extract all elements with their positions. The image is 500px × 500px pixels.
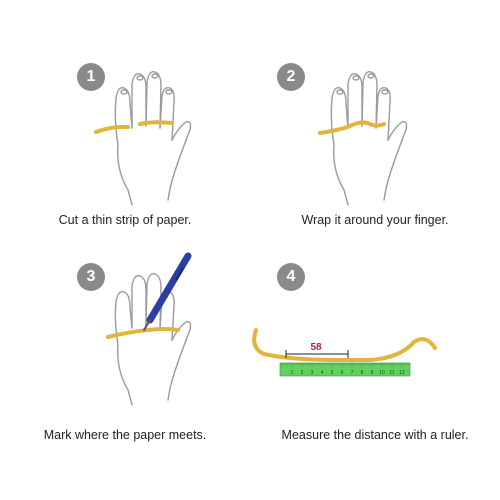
step-2-illustration xyxy=(318,71,408,206)
step-1-caption: Cut a thin strip of paper. xyxy=(58,213,192,227)
paper-strip-left xyxy=(94,124,130,134)
hand-drawing xyxy=(114,273,192,406)
ruler-number: 4 xyxy=(321,370,324,376)
ruler-number: 12 xyxy=(399,370,405,376)
step-2-panel: 2 Wrap it around your finger. xyxy=(250,0,500,250)
step-1-badge: 1 xyxy=(77,63,105,91)
step-3-illustration xyxy=(106,252,192,406)
step-2-caption: Wrap it around your finger. xyxy=(301,213,449,227)
ruler-number: 11 xyxy=(389,370,394,376)
pen-icon xyxy=(143,252,192,331)
ruler-number: 3 xyxy=(311,370,314,376)
step-3-panel: 3 Mark where the paper meets. xyxy=(0,250,250,500)
step-3-caption: Mark where the paper meets. xyxy=(43,428,207,442)
paper-strip-flat xyxy=(252,328,437,362)
ruler-number: 7 xyxy=(351,370,354,376)
step-1-panel: 1 Cut a thin strip of paper. xyxy=(0,0,250,250)
ruler-ticks xyxy=(281,363,411,367)
ruler-number: 1 xyxy=(291,370,294,376)
paper-strip-wrapped xyxy=(318,120,386,135)
step-3-badge: 3 xyxy=(77,263,105,291)
measurement-value: 58 xyxy=(310,342,322,353)
paper-strip-right xyxy=(138,120,174,126)
ruler-number: 6 xyxy=(341,370,344,376)
ruler-number: 8 xyxy=(361,370,364,376)
hand-drawing xyxy=(330,71,408,206)
ruler-number: 2 xyxy=(301,370,304,376)
step-2-badge: 2 xyxy=(277,63,305,91)
ruler-number: 9 xyxy=(371,370,374,376)
ruler-number: 10 xyxy=(379,370,385,376)
ruler-number: 5 xyxy=(331,370,334,376)
step-1-illustration xyxy=(94,71,192,206)
step-4-badge: 4 xyxy=(277,263,305,291)
hand-drawing xyxy=(114,71,192,206)
ruler xyxy=(279,362,411,377)
step-4-caption: Measure the distance with a ruler. xyxy=(281,428,469,442)
paper-strip-marked xyxy=(106,327,180,339)
